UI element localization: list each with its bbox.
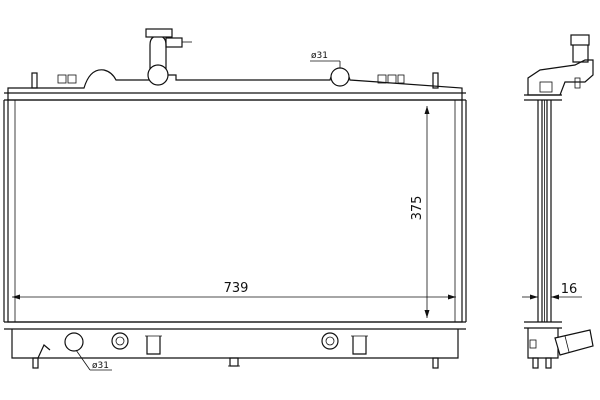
depth-dimension-label: 16: [561, 282, 578, 297]
bottom-tank: [4, 321, 466, 369]
side-view: 16: [522, 34, 594, 369]
width-dimension: 739: [12, 281, 456, 300]
width-dimension-label: 739: [224, 281, 249, 296]
side-core: [537, 100, 552, 322]
height-dimension-label: 375: [410, 196, 425, 221]
inlet-diameter-label: ø31: [311, 51, 328, 61]
depth-dimension: 16: [522, 282, 582, 300]
height-dimension: 375: [410, 106, 430, 318]
top-tank: [4, 28, 466, 101]
outlet-diameter-callout: ø31: [75, 349, 112, 371]
front-view: 739 375 ø31 ø31: [3, 28, 467, 371]
outlet-diameter-label: ø31: [92, 361, 109, 371]
